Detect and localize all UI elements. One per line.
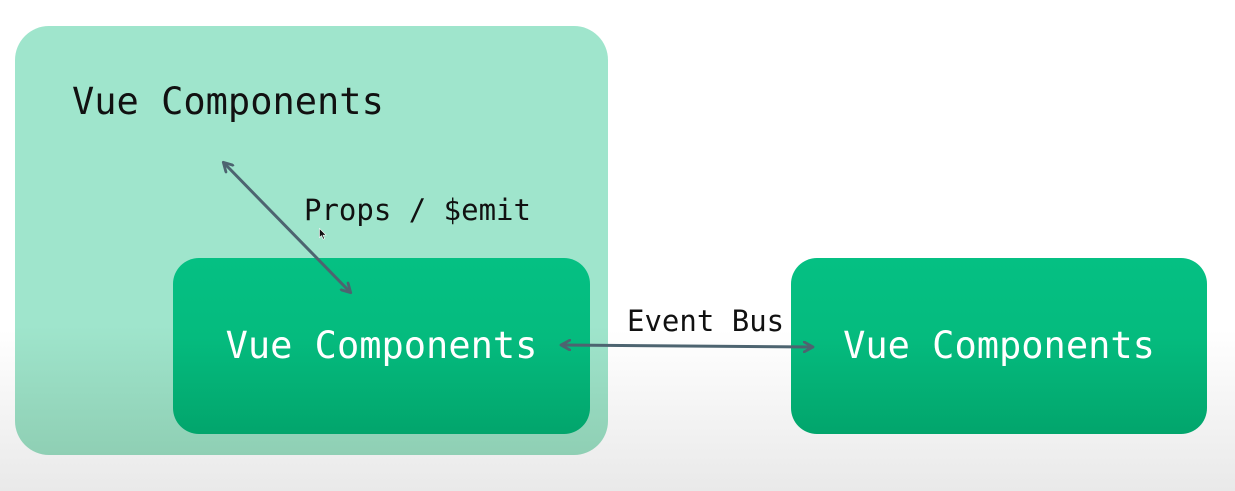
- props-emit-label: Props / $emit: [304, 193, 531, 227]
- mouse-pointer-icon: [319, 228, 327, 240]
- event-bus-label: Event Bus: [627, 304, 785, 338]
- sibling-component-label: Vue Components: [843, 324, 1155, 367]
- parent-component-label: Vue Components: [72, 80, 384, 123]
- child-component-box: Vue Components: [173, 258, 590, 434]
- child-component-label: Vue Components: [225, 324, 538, 367]
- sibling-component-box: Vue Components: [791, 258, 1207, 434]
